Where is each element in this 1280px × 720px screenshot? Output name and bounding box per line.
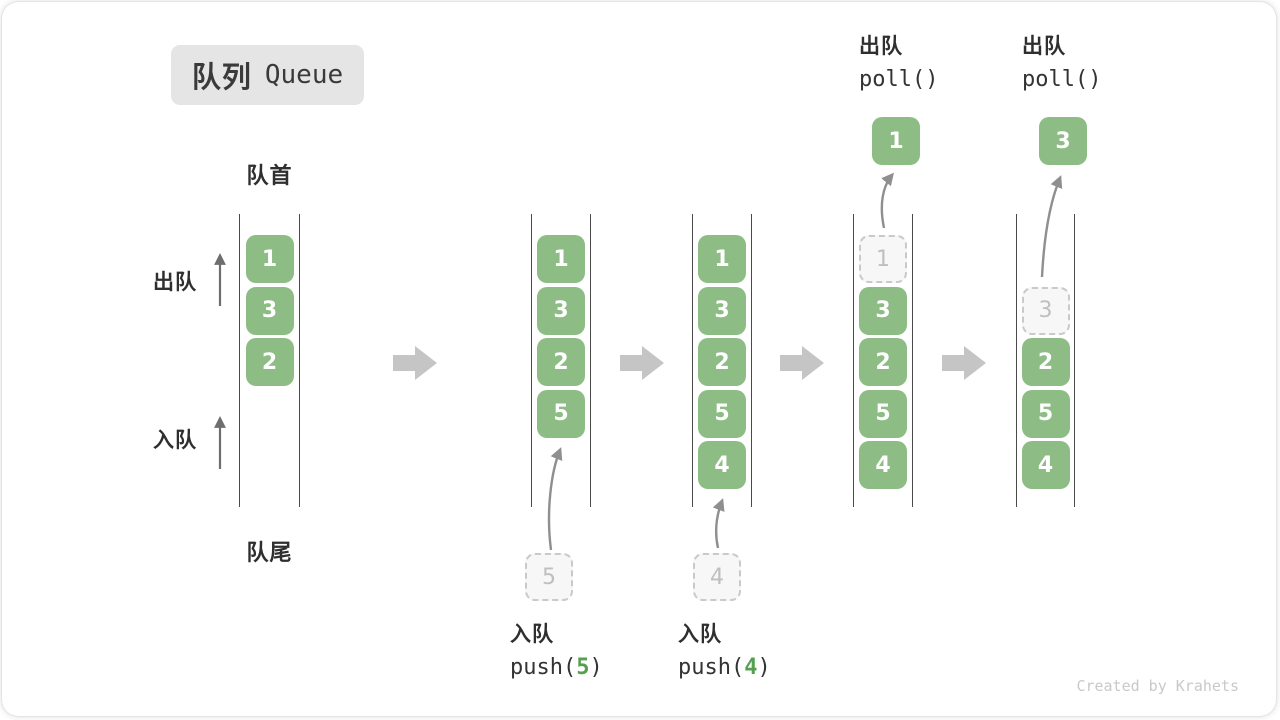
operation-label: 入队 push(5) [510,618,603,680]
code-text: push( [510,655,577,680]
queue-item-box: 1 [698,235,746,283]
state-transition-arrow-icon [780,346,824,380]
queue-item-box: 2 [537,338,585,386]
code-text: poll() [859,67,939,92]
queue-item-box: 2 [698,338,746,386]
operation-label-code: push(5) [510,655,603,680]
queue-front-label: 队首 [246,163,293,188]
queue-item-box: 4 [859,441,907,489]
queue-title-box: 队列 Queue [171,45,364,105]
queue-item-box: 2 [245,338,294,386]
queue-item-box: 4 [698,441,746,489]
operation-label: 入队 push(4) [678,618,771,680]
operation-label-zh: 出队 [859,35,903,58]
code-text: push( [678,655,745,680]
queue-item-box: 5 [537,389,585,438]
queue-item-box: 5 [698,389,746,438]
queue-item-box: 1 [537,235,585,283]
incoming-item-box: 4 [693,553,741,601]
dequeue-side-label: 出队 [153,271,197,294]
state-transition-arrow-icon [620,346,664,380]
queue-channel [1016,214,1075,507]
queue-item-ghost: 3 [1021,286,1070,335]
code-text: ) [589,655,603,680]
state-transition-arrow-icon [942,346,986,380]
operation-label-zh: 入队 [510,623,554,646]
operation-label-code: poll() [1022,67,1101,92]
queue-channel [239,214,300,507]
operation-label-code: push(4) [678,655,771,680]
operation-label: 出队 poll() [859,30,938,92]
operation-label-zh: 出队 [1022,35,1066,58]
code-text: ) [757,655,771,680]
queue-item-box: 1 [245,235,294,283]
watermark: Created by Krahets [1076,677,1239,695]
enqueue-path-arrow-icon [712,498,725,549]
dequeued-item-box: 1 [872,117,920,165]
state-transition-arrow-icon [393,346,437,380]
queue-title-zh: 队列 [191,62,252,94]
incoming-item-box: 5 [525,553,573,601]
queue-item-box: 3 [859,286,907,335]
queue-channel [531,214,591,507]
code-argument: 5 [576,655,590,680]
queue-title-en: Queue [264,60,344,90]
queue-item-box: 4 [1021,441,1070,489]
queue-item-box: 5 [859,389,907,438]
operation-label: 出队 poll() [1022,30,1101,92]
queue-item-ghost: 1 [859,235,907,283]
queue-item-box: 5 [1021,389,1070,438]
code-text: poll() [1022,67,1102,92]
queue-rear-label: 队尾 [246,540,293,565]
queue-channel [853,214,913,507]
queue-item-box: 3 [698,286,746,335]
code-argument: 4 [744,655,758,680]
queue-item-box: 3 [537,286,585,335]
queue-channel [692,214,752,507]
queue-item-box: 3 [245,286,294,335]
dequeued-item-box: 3 [1039,117,1087,165]
queue-item-box: 2 [859,338,907,386]
operation-label-zh: 入队 [678,623,722,646]
queue-item-box: 2 [1021,338,1070,386]
enqueue-side-label: 入队 [153,429,197,452]
operation-label-code: poll() [859,67,938,92]
